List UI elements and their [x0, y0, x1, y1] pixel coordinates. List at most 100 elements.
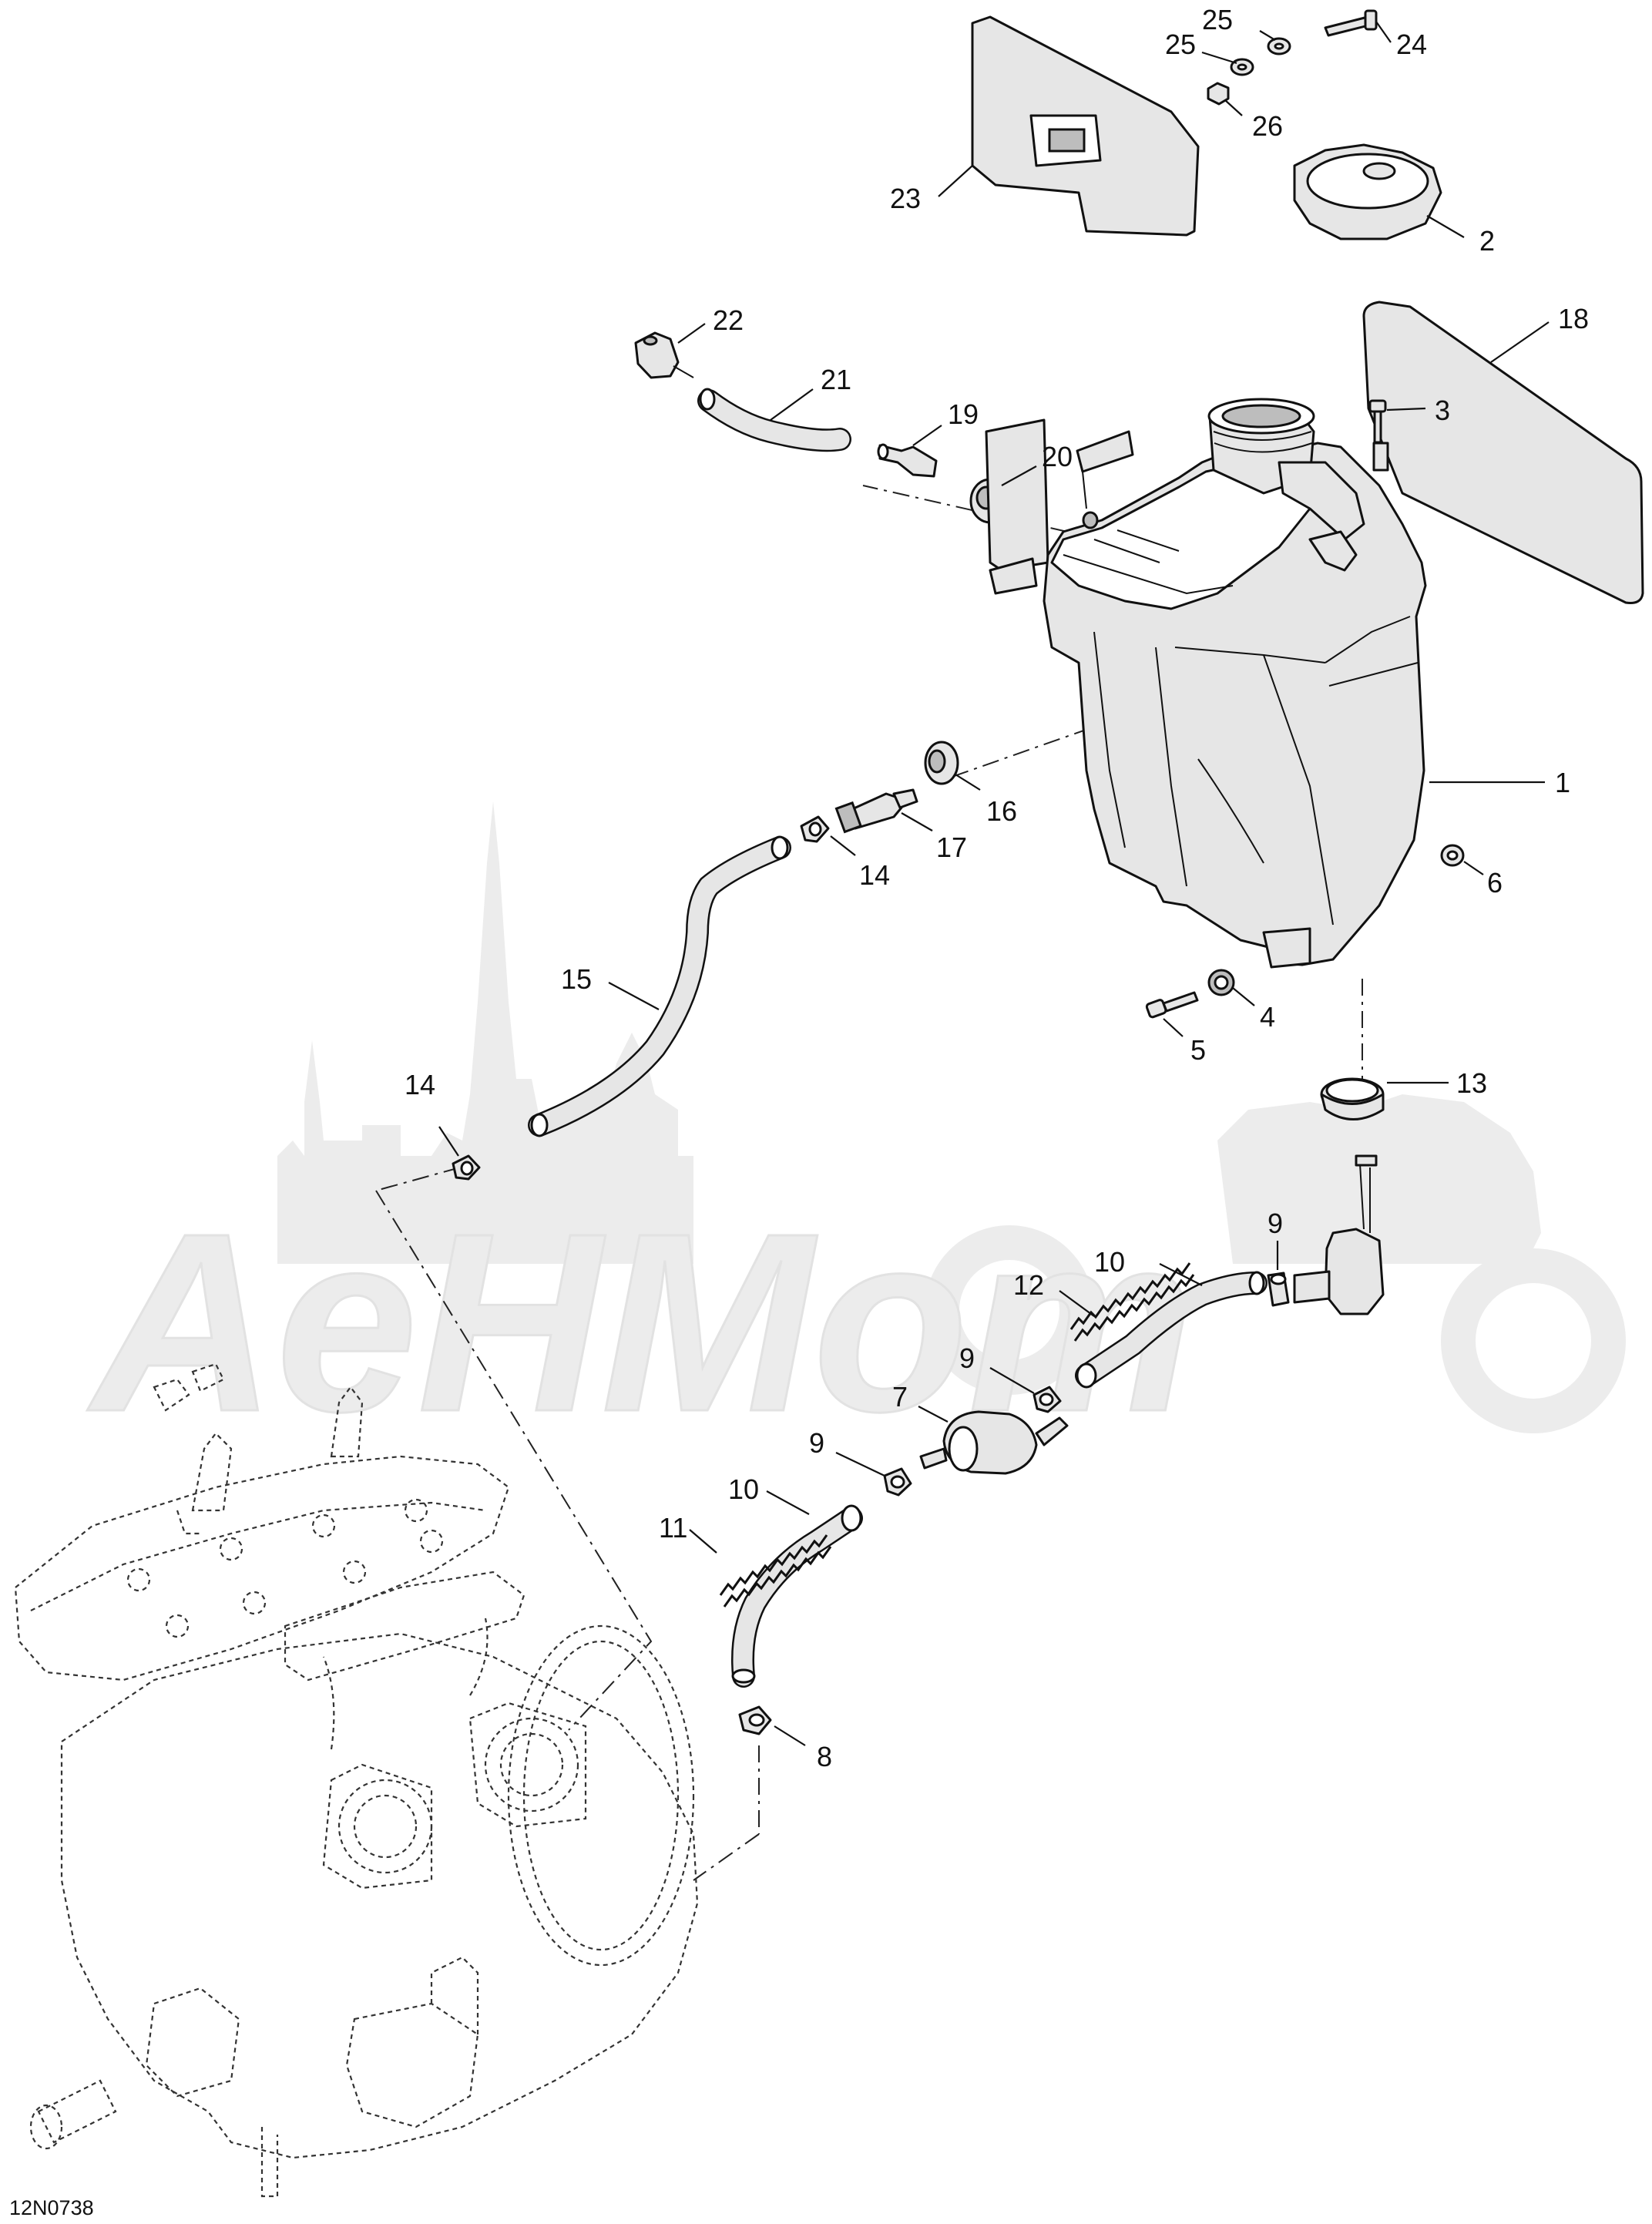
callout-7: 7: [892, 1381, 908, 1413]
watermark-skyline: [277, 801, 693, 1264]
callout-13: 13: [1456, 1067, 1487, 1099]
callout-25b: 25: [1165, 29, 1196, 60]
callout-9c: 9: [809, 1427, 824, 1459]
callout-17: 17: [936, 831, 967, 863]
callout-16: 16: [986, 795, 1017, 827]
callout-3: 3: [1435, 395, 1450, 426]
watermark-text: AeHMom: [85, 1180, 1194, 1464]
oil-line-part-15: [528, 835, 791, 1137]
leader-18: [1490, 321, 1550, 363]
pad-part-18: [1362, 301, 1644, 604]
leader-9c: [835, 1452, 885, 1477]
leader-4: [1232, 987, 1255, 1006]
callout-26: 26: [1252, 110, 1283, 142]
leader-8: [774, 1725, 806, 1746]
screw-part-5: [1145, 991, 1199, 1019]
callout-9b: 9: [959, 1342, 975, 1374]
watermark: AeHMom: [83, 801, 1626, 1466]
callout-10b: 10: [728, 1473, 759, 1505]
callout-25a: 25: [1202, 4, 1233, 35]
callout-24: 24: [1396, 29, 1427, 60]
leader-26: [1224, 99, 1243, 116]
callout-8: 8: [817, 1741, 832, 1772]
washer-part-25-upper: [1267, 37, 1291, 55]
callout-12: 12: [1013, 1269, 1044, 1301]
leader-17: [901, 812, 933, 831]
leader-19: [912, 425, 942, 446]
bolt-part-24: [1324, 9, 1378, 37]
check-valve-part-22: [634, 331, 694, 379]
nut-part-26: [1207, 82, 1230, 106]
callout-4: 4: [1260, 1001, 1275, 1033]
engine-phantom: [14, 1362, 699, 2198]
callout-18: 18: [1558, 303, 1589, 334]
hose-part-10-upper: [1075, 1271, 1268, 1389]
leader-7: [918, 1406, 949, 1423]
spring-part-11: [719, 1534, 832, 1608]
line-engine-path: [375, 1190, 653, 1731]
callout-23: 23: [890, 183, 921, 214]
line-16-to-tank: [947, 727, 1091, 779]
watermark-wheel-front-hub: [959, 1260, 1059, 1360]
spring-part-12: [1069, 1262, 1195, 1342]
callout-9a: 9: [1268, 1208, 1283, 1239]
callout-10a: 10: [1094, 1246, 1125, 1278]
leader-3: [1386, 407, 1426, 412]
leader-2: [1426, 215, 1465, 238]
leader-lines: [438, 21, 1550, 1746]
leader-25a: [1259, 30, 1276, 41]
leader-25b: [1201, 51, 1237, 65]
callout-15: 15: [561, 963, 592, 995]
watermark-wheel-rear-hub: [1476, 1283, 1591, 1399]
clamp-part-9-upper: [1267, 1272, 1290, 1307]
callout-11: 11: [659, 1512, 687, 1544]
leader-10b: [766, 1490, 810, 1515]
callout-14a: 14: [859, 859, 890, 891]
callout-1: 1: [1555, 767, 1570, 798]
callout-6: 6: [1487, 867, 1503, 899]
leader-9b: [989, 1367, 1035, 1394]
leader-12: [1059, 1290, 1095, 1317]
callout-14b: 14: [405, 1069, 435, 1100]
clamp-part-14-lower: [452, 1154, 481, 1181]
lock-washer-part-4: [1207, 969, 1235, 996]
filter-housing-near-9: [1293, 1154, 1385, 1315]
leader-11: [689, 1529, 717, 1554]
grommet-part-16: [924, 741, 959, 785]
hose-part-10-lower: [731, 1504, 863, 1688]
callout-22: 22: [713, 304, 744, 336]
leader-20: [1001, 465, 1037, 486]
screw-part-3: [1368, 399, 1387, 444]
clip-part-6: [1440, 844, 1465, 867]
line-14-to-engine: [375, 1167, 461, 1191]
clamp-part-8: [738, 1705, 772, 1735]
callout-21: 21: [821, 364, 851, 395]
leader-16: [955, 774, 981, 791]
leader-14b: [438, 1126, 459, 1157]
callout-19: 19: [948, 398, 979, 430]
leader-22: [677, 323, 706, 344]
vent-hose-part-21: [697, 388, 851, 452]
clamp-part-14-upper: [800, 815, 830, 843]
watermark-motorcycle: [1217, 1094, 1541, 1264]
callouts: 23 24 25 25 26 2 18 22 21 19 20 3 1 6 4 …: [405, 4, 1589, 1772]
callout-2: 2: [1479, 225, 1495, 257]
fitting-part-19: [877, 443, 938, 478]
leader-21: [770, 388, 814, 421]
leader-14a: [830, 835, 856, 856]
figure-code: 12N0738: [9, 2196, 94, 2219]
callout-5: 5: [1190, 1034, 1206, 1066]
leader-23: [938, 165, 973, 197]
leader-6: [1463, 861, 1484, 875]
fitting-part-17: [834, 788, 918, 834]
leader-5: [1163, 1018, 1184, 1037]
oil-tank-part-1: [985, 398, 1427, 969]
callout-20: 20: [1042, 441, 1073, 472]
grommet-part-13: [1320, 1077, 1385, 1120]
leader-15: [608, 982, 660, 1010]
leader-10a: [1159, 1263, 1203, 1286]
line-8-engine-tail: [693, 1833, 760, 1881]
clamp-part-9-middle: [1032, 1386, 1062, 1413]
filler-cap-part-2: [1293, 143, 1442, 240]
